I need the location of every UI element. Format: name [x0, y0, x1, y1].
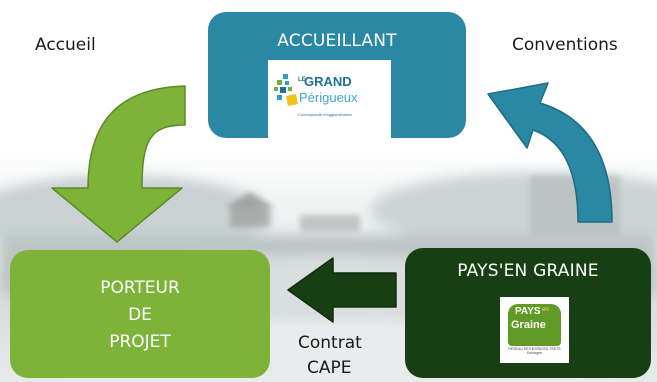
logo-en-text: en [542, 307, 549, 313]
porteur-line-3: PROJET [109, 332, 171, 352]
logo-grand-text: GRAND [304, 74, 352, 89]
accueillant-box: ACCUEILLANT LE GRAND Périgueux Communaut… [208, 12, 466, 140]
pays-en-graine-logo: PAYS en Graine RESEAU DES ESPACES-TESTS … [500, 297, 569, 363]
grand-perigueux-mark-icon [274, 74, 298, 106]
pays-en-graine-badge-icon [508, 304, 561, 346]
edge-label-accueil: Accueil [35, 35, 96, 55]
edge-label-conventions: Conventions [512, 35, 618, 55]
edge-label-cape: CAPE [307, 358, 352, 378]
logo-pays-text: PAYS [515, 306, 541, 317]
porteur-line-2: DE [128, 305, 152, 325]
porteur-de-projet-box: PORTEUR DE PROJET [10, 250, 270, 378]
accueillant-title: ACCUEILLANT [277, 31, 397, 51]
logo-perigueux-text: Périgueux [299, 90, 358, 105]
pays-en-graine-title: PAYS'EN GRAINE [457, 261, 599, 281]
porteur-line-1: PORTEUR [100, 278, 180, 298]
pays-en-graine-box: PAYS'EN GRAINE PAYS en Graine RESEAU DES… [405, 248, 651, 378]
logo-reseau-text: RESEAU DES ESPACES-TESTS Dordogne [508, 347, 561, 355]
edge-label-contrat: Contrat [298, 333, 362, 353]
logo-le-text: LE [298, 77, 306, 83]
logo-graine-text: Graine [511, 319, 546, 331]
logo-tagline-text: Communauté d'Agglomération [298, 112, 352, 117]
le-grand-perigueux-logo: LE GRAND Périgueux Communauté d'Agglomér… [268, 60, 391, 140]
